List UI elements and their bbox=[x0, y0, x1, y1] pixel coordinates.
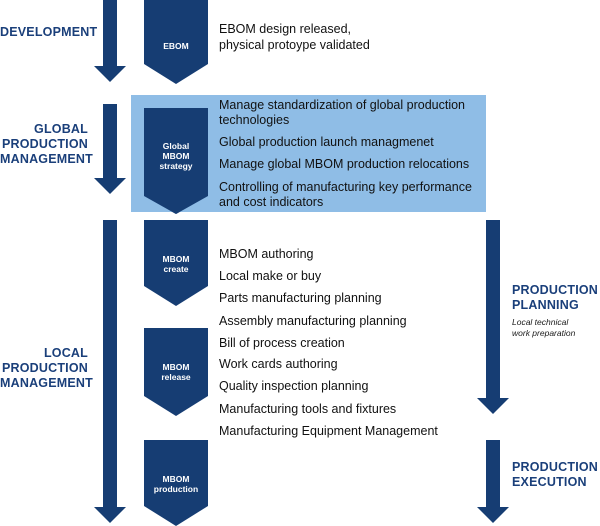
mbom-create-chevron-label: MBOM create bbox=[145, 254, 207, 274]
task-item: Assembly manufacturing planning bbox=[219, 314, 407, 328]
mbom-create-chevron bbox=[144, 220, 208, 306]
stage-planning-line: PRODUCTION bbox=[512, 283, 599, 297]
task-item: Manufacturing tools and fixtures bbox=[219, 402, 397, 416]
task-item: Manufacturing Equipment Management bbox=[219, 424, 438, 438]
task-item: Manage standardization of global product… bbox=[219, 98, 466, 112]
stage-development-line: DEVELOPMENT bbox=[0, 25, 98, 39]
task-item: Parts manufacturing planning bbox=[219, 291, 382, 305]
chevron-label-line: MBOM bbox=[162, 254, 190, 264]
chevron-label-line: production bbox=[153, 484, 199, 494]
task-item: EBOM design released, bbox=[219, 22, 352, 36]
stage-production-execution-label: PRODUCTION EXECUTION bbox=[512, 460, 598, 490]
planning-note-line: Local technical bbox=[512, 317, 569, 327]
task-item: Controlling of manufacturing key perform… bbox=[219, 180, 472, 194]
chevron-label-line: MBOM bbox=[162, 362, 190, 372]
stage-execution-line: EXECUTION bbox=[512, 475, 587, 489]
chevron-label-line: release bbox=[161, 372, 191, 382]
stage-global-line: MANAGEMENT bbox=[0, 152, 93, 166]
stage-planning-line: PLANNING bbox=[512, 298, 579, 312]
chevron-label-line: MBOM bbox=[162, 474, 190, 484]
stage-development-label: DEVELOPMENT bbox=[0, 25, 98, 40]
task-item: Global production launch managmenet bbox=[219, 135, 434, 149]
mbom-release-chevron bbox=[144, 328, 208, 416]
local-production-arrow bbox=[94, 220, 126, 523]
ebom-chevron-label: EBOM bbox=[145, 41, 207, 51]
stage-local-label: LOCAL PRODUCTION MANAGEMENT bbox=[0, 346, 93, 391]
planning-note-line: work preparation bbox=[512, 327, 576, 338]
stage-global-line: GLOBAL bbox=[34, 122, 88, 136]
global-production-arrow bbox=[94, 104, 126, 194]
chevron-label-line: Global bbox=[162, 141, 190, 151]
production-execution-arrow bbox=[477, 440, 509, 523]
task-item: Work cards authoring bbox=[219, 357, 338, 371]
task-item: MBOM authoring bbox=[219, 247, 314, 261]
global-mbom-chevron-label: Global MBOM strategy bbox=[145, 141, 207, 171]
stage-execution-line: PRODUCTION bbox=[512, 460, 599, 474]
ebom-chevron bbox=[144, 0, 208, 84]
stage-global-line: PRODUCTION bbox=[1, 137, 88, 151]
task-item: and cost indicators bbox=[219, 195, 324, 209]
task-item: technologies bbox=[219, 113, 290, 127]
chevron-label-line: MBOM bbox=[162, 151, 190, 161]
task-item: Bill of process creation bbox=[219, 336, 345, 350]
production-planning-arrow bbox=[477, 220, 509, 414]
task-item: physical protoype validated bbox=[219, 38, 370, 52]
task-item: Quality inspection planning bbox=[219, 379, 369, 393]
chevron-label-line: strategy bbox=[159, 161, 193, 171]
mbom-production-chevron bbox=[144, 440, 208, 526]
stage-global-label: GLOBAL PRODUCTION MANAGEMENT bbox=[0, 122, 93, 167]
production-planning-note: Local technical work preparation bbox=[512, 317, 575, 338]
stage-production-planning-label: PRODUCTION PLANNING bbox=[512, 283, 598, 313]
global-mbom-chevron-front bbox=[144, 108, 208, 214]
chevron-label-line: create bbox=[163, 264, 189, 274]
mbom-production-chevron-label: MBOM production bbox=[145, 474, 207, 494]
chevron-label-line: EBOM bbox=[163, 41, 189, 51]
mbom-release-chevron-label: MBOM release bbox=[145, 362, 207, 382]
task-item: Local make or buy bbox=[219, 269, 322, 283]
stage-local-line: MANAGEMENT bbox=[0, 376, 93, 390]
task-item: Manage global MBOM production relocation… bbox=[219, 157, 470, 171]
stage-local-line: PRODUCTION bbox=[1, 361, 88, 375]
stage-local-line: LOCAL bbox=[43, 346, 88, 360]
development-arrow bbox=[94, 0, 126, 82]
